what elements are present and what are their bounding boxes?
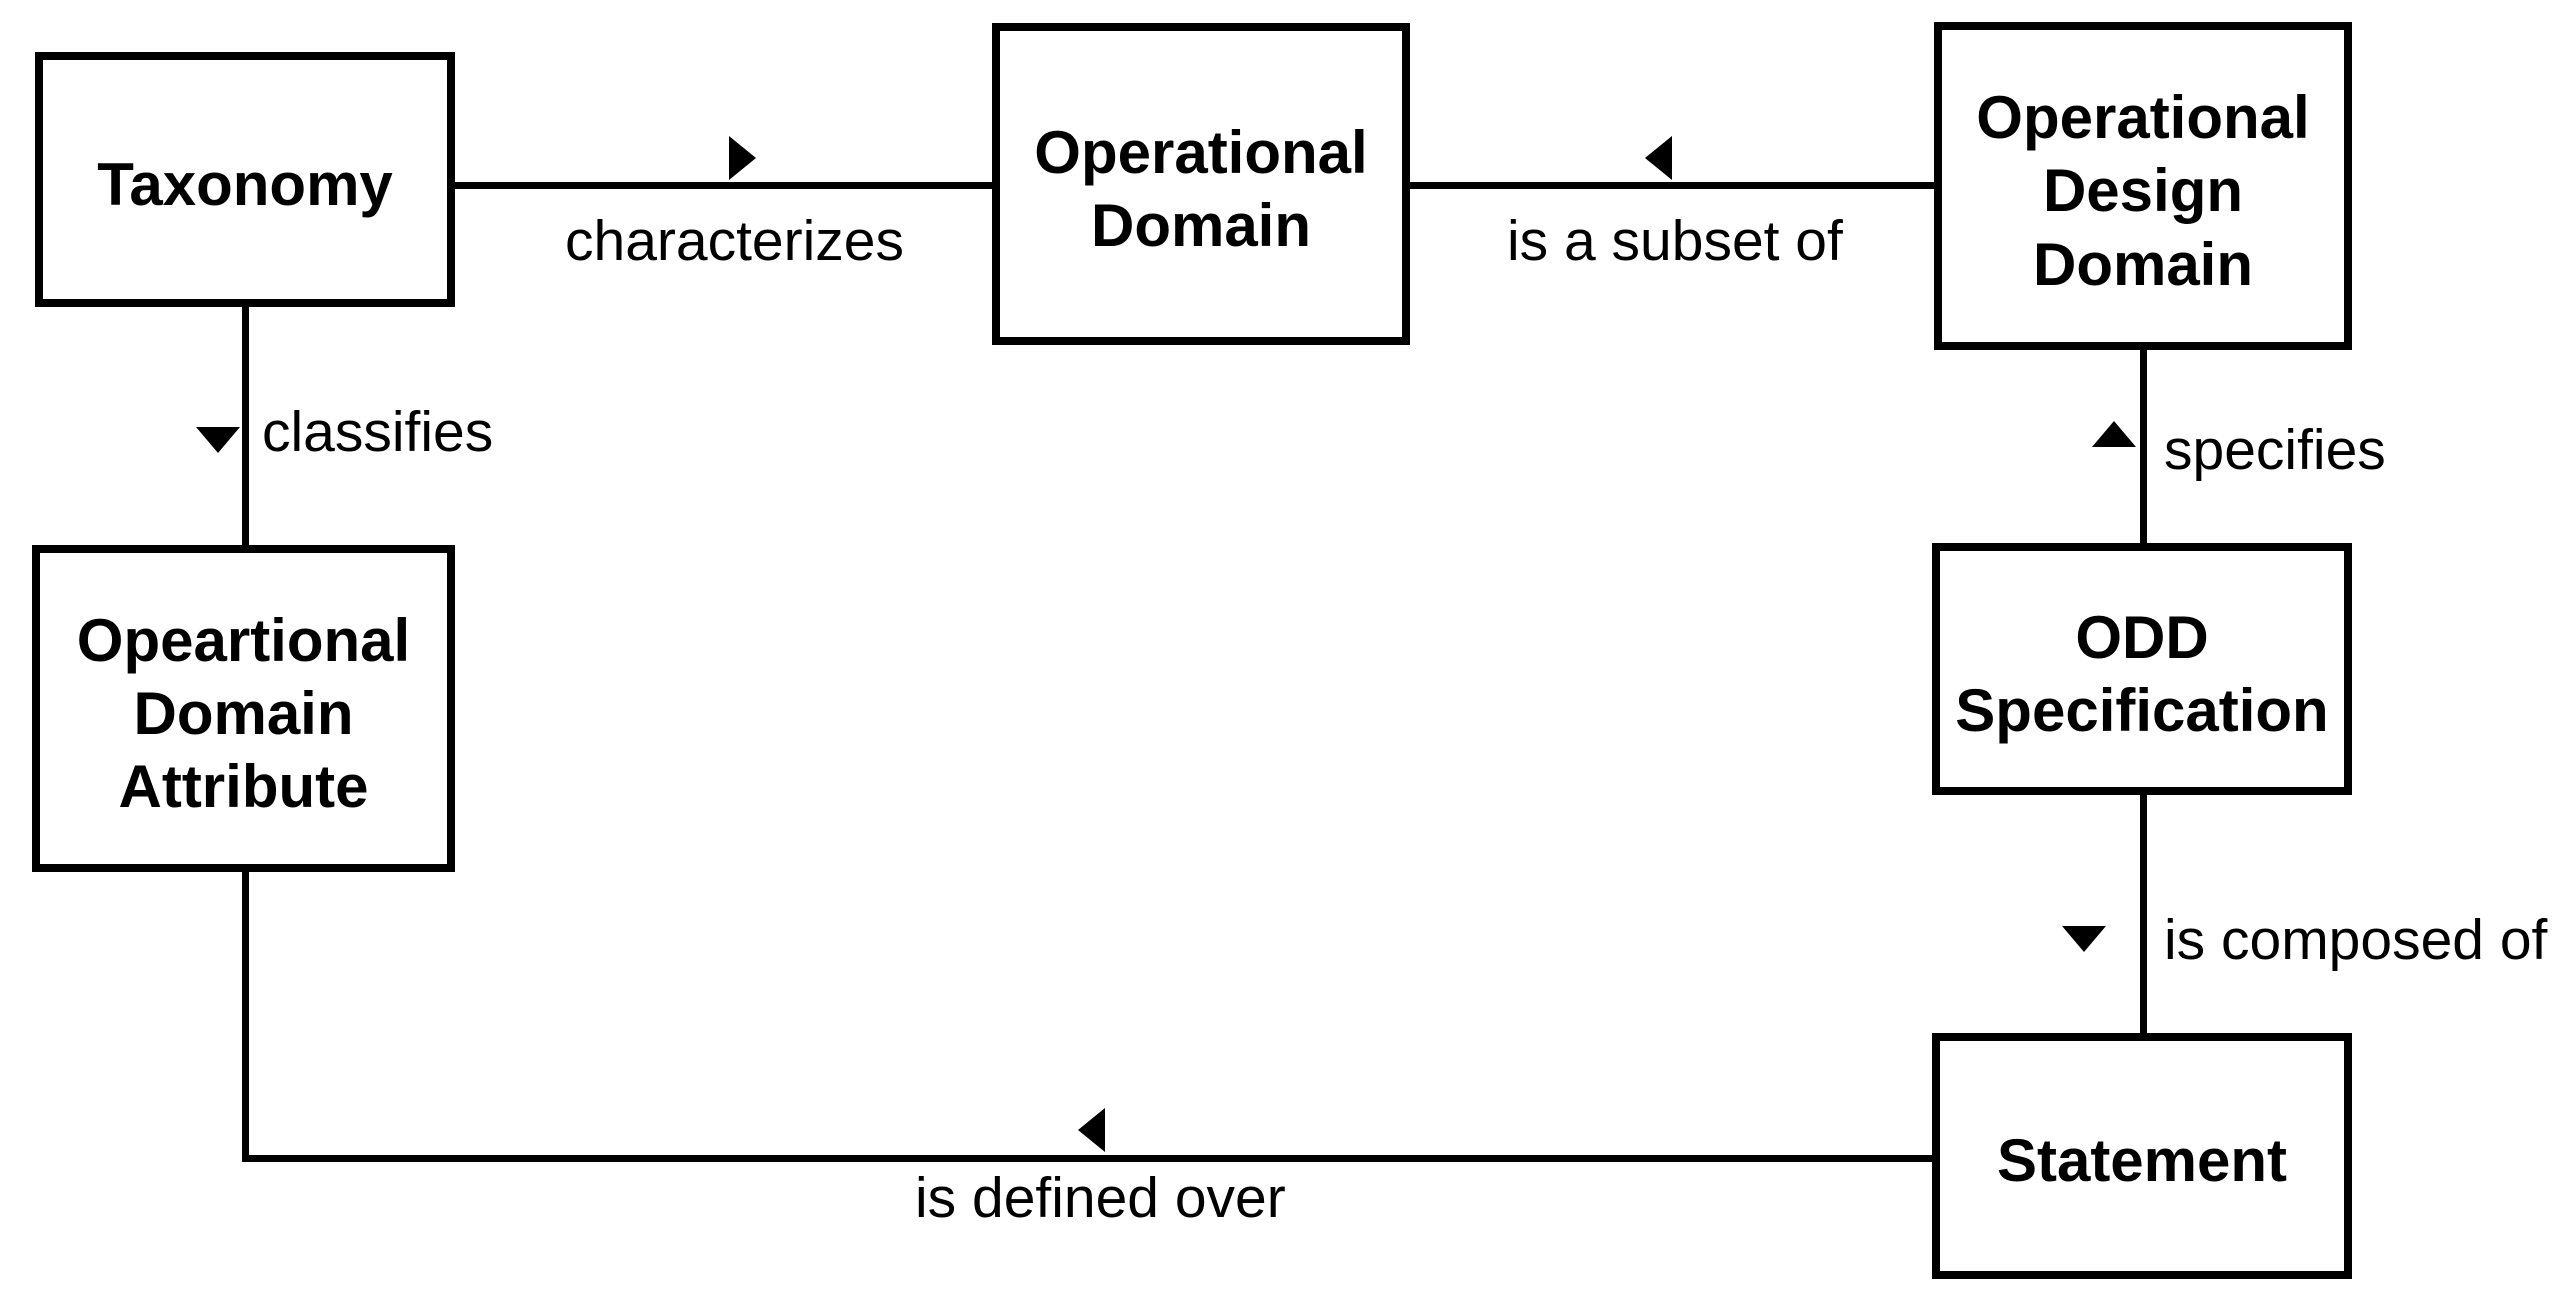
edge-line-specification-statement [2140,795,2147,1033]
edge-line-taxonomy-operational-domain [455,182,992,189]
edge-line-odd-specification [2140,350,2147,543]
edge-line-statement-attribute [242,1155,1932,1162]
node-odd-specification: ODD Specification [1932,543,2352,795]
edge-line-attribute-down [242,872,249,1162]
edge-line-odd-operational-domain [1410,182,1934,189]
arrowhead-left-icon [1078,1108,1105,1152]
edge-label-is-a-subset-of: is a subset of [1507,209,1843,273]
arrowhead-left-icon [1645,136,1672,180]
edge-line-taxonomy-attribute [242,307,249,545]
node-operational-design-domain: Operational Design Domain [1934,22,2352,350]
node-operational-domain: Operational Domain [992,23,1410,345]
edge-label-is-defined-over: is defined over [915,1166,1286,1230]
edge-label-specifies: specifies [2164,418,2386,482]
node-operational-domain-attribute: Opeartional Domain Attribute [32,545,455,872]
edge-label-characterizes: characterizes [565,209,904,273]
arrowhead-down-icon [196,427,240,453]
arrowhead-down-icon [2062,926,2106,952]
edge-label-classifies: classifies [262,400,494,464]
arrowhead-right-icon [729,136,756,180]
node-taxonomy: Taxonomy [35,52,455,307]
arrowhead-up-icon [2092,421,2136,447]
edge-label-is-composed-of: is composed of [2164,908,2548,972]
node-statement: Statement [1932,1033,2352,1279]
